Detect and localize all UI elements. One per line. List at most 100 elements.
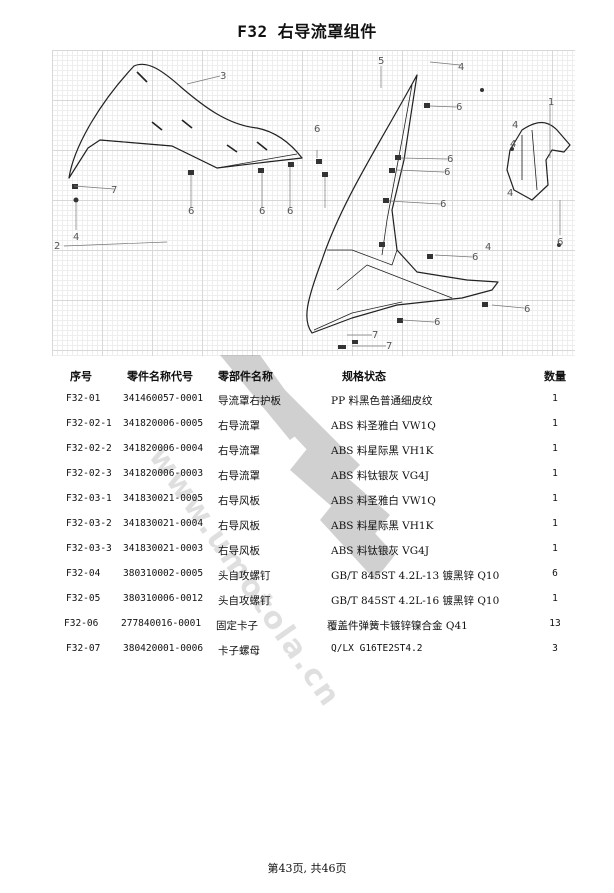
svg-text:7: 7 bbox=[386, 341, 392, 352]
svg-text:6: 6 bbox=[314, 124, 320, 135]
header-part-code: 零件名称代号 bbox=[127, 370, 193, 383]
svg-text:6: 6 bbox=[259, 206, 265, 217]
row-seq: F32-02-1 bbox=[66, 418, 112, 429]
svg-text:4: 4 bbox=[510, 139, 516, 150]
row-qty: 1 bbox=[552, 518, 558, 529]
row-spec: ABS 料圣雅白 VW1Q bbox=[331, 495, 436, 507]
svg-text:5: 5 bbox=[378, 56, 384, 67]
row-qty: 1 bbox=[552, 593, 558, 604]
svg-text:6: 6 bbox=[287, 206, 293, 217]
row-part-name: 右导风板 bbox=[218, 545, 260, 557]
row-seq: F32-03-3 bbox=[66, 543, 112, 554]
row-seq: F32-04 bbox=[66, 568, 101, 579]
svg-text:4: 4 bbox=[485, 242, 491, 253]
row-part-name: 卡子螺母 bbox=[218, 645, 260, 657]
table-row: F32-04 380310002-0005 头自攻螺钉 GB/T 845ST 4… bbox=[0, 568, 614, 588]
header-part-name: 零部件名称 bbox=[218, 370, 273, 383]
svg-text:4: 4 bbox=[507, 188, 513, 199]
row-spec: ABS 料圣雅白 VW1Q bbox=[331, 420, 436, 432]
table-row: F32-02-2 341820006-0004 右导流罩 ABS 料星际黑 VH… bbox=[0, 443, 614, 463]
exploded-parts-diagram: 3 7 4 6 6 6 6 5 4 6 6 6 6 2 6 1 4 4 4 6 … bbox=[52, 50, 575, 356]
row-spec: ABS 料钛银灰 VG4J bbox=[331, 470, 430, 482]
svg-text:6: 6 bbox=[434, 317, 440, 328]
row-qty: 13 bbox=[549, 618, 561, 629]
svg-text:3: 3 bbox=[220, 71, 226, 82]
svg-text:6: 6 bbox=[472, 252, 478, 263]
row-part-code: 341820006-0005 bbox=[123, 418, 204, 429]
row-part-name: 右导流罩 bbox=[218, 470, 260, 482]
row-spec: GB/T 845ST 4.2L-13 镀黑锌 Q10 bbox=[331, 570, 500, 582]
svg-text:7: 7 bbox=[372, 330, 378, 341]
page-footer: 第43页, 共46页 bbox=[267, 862, 347, 875]
row-spec: 覆盖件弹簧卡镀锌镍合金 Q41 bbox=[327, 620, 468, 632]
row-qty: 6 bbox=[552, 568, 558, 579]
row-part-code: 341830021-0003 bbox=[123, 543, 204, 554]
row-seq: F32-06 bbox=[64, 618, 99, 629]
row-qty: 3 bbox=[552, 643, 558, 654]
table-row: F32-01 341460057-0001 导流罩右护板 PP 料黑色普通细皮纹… bbox=[0, 393, 614, 413]
table-row: F32-03-3 341830021-0003 右导风板 ABS 料钛银灰 VG… bbox=[0, 543, 614, 563]
table-row: F32-05 380310006-0012 头自攻螺钉 GB/T 845ST 4… bbox=[0, 593, 614, 613]
svg-text:6: 6 bbox=[456, 102, 462, 113]
row-part-code: 341830021-0004 bbox=[123, 518, 204, 529]
table-row: F32-03-1 341830021-0005 右导风板 ABS 料圣雅白 VW… bbox=[0, 493, 614, 513]
row-seq: F32-03-1 bbox=[66, 493, 112, 504]
header-qty: 数量 bbox=[544, 370, 566, 383]
table-row: F32-07 380420001-0006 卡子螺母 Q/LX G16TE2ST… bbox=[0, 643, 614, 663]
svg-text:6: 6 bbox=[444, 167, 450, 178]
row-part-name: 固定卡子 bbox=[216, 620, 258, 632]
row-spec: GB/T 845ST 4.2L-16 镀黑锌 Q10 bbox=[331, 595, 500, 607]
row-part-code: 341820006-0003 bbox=[123, 468, 204, 479]
svg-text:7: 7 bbox=[111, 185, 117, 196]
row-seq: F32-01 bbox=[66, 393, 101, 404]
svg-text:6: 6 bbox=[447, 154, 453, 165]
table-row: F32-06 277840016-0001 固定卡子 覆盖件弹簧卡镀锌镍合金 Q… bbox=[0, 618, 614, 638]
table-row: F32-02-3 341820006-0003 右导流罩 ABS 料钛银灰 VG… bbox=[0, 468, 614, 488]
svg-text:4: 4 bbox=[458, 62, 464, 73]
row-part-code: 341460057-0001 bbox=[123, 393, 204, 404]
svg-text:6: 6 bbox=[524, 304, 530, 315]
row-qty: 1 bbox=[552, 418, 558, 429]
header-seq: 序号 bbox=[70, 370, 92, 383]
row-part-code: 341820006-0004 bbox=[123, 443, 204, 454]
row-spec: PP 料黑色普通细皮纹 bbox=[331, 395, 433, 407]
page-title: F32 右导流罩组件 bbox=[237, 22, 377, 41]
table-header-row: 序号 零件名称代号 零部件名称 规格状态 数量 bbox=[0, 368, 614, 388]
row-seq: F32-02-2 bbox=[66, 443, 112, 454]
row-part-code: 341830021-0005 bbox=[123, 493, 204, 504]
row-seq: F32-07 bbox=[66, 643, 101, 654]
row-part-name: 头自攻螺钉 bbox=[218, 570, 271, 582]
svg-text:6: 6 bbox=[440, 199, 446, 210]
svg-text:2: 2 bbox=[54, 241, 60, 252]
table-row: F32-03-2 341830021-0004 右导风板 ABS 料星际黑 VH… bbox=[0, 518, 614, 538]
row-qty: 1 bbox=[552, 543, 558, 554]
svg-text:6: 6 bbox=[188, 206, 194, 217]
row-qty: 1 bbox=[552, 443, 558, 454]
row-spec: ABS 料钛银灰 VG4J bbox=[331, 545, 430, 557]
row-part-name: 右导风板 bbox=[218, 520, 260, 532]
table-row: F32-02-1 341820006-0005 右导流罩 ABS 料圣雅白 VW… bbox=[0, 418, 614, 438]
row-qty: 1 bbox=[552, 493, 558, 504]
row-spec: ABS 料星际黑 VH1K bbox=[331, 520, 434, 532]
row-seq: F32-05 bbox=[66, 593, 101, 604]
row-part-name: 头自攻螺钉 bbox=[218, 595, 271, 607]
row-part-code: 380310006-0012 bbox=[123, 593, 204, 604]
row-part-name: 右导风板 bbox=[218, 495, 260, 507]
row-part-name: 右导流罩 bbox=[218, 420, 260, 432]
row-part-code: 380420001-0006 bbox=[123, 643, 204, 654]
row-seq: F32-03-2 bbox=[66, 518, 112, 529]
row-part-code: 380310002-0005 bbox=[123, 568, 204, 579]
row-part-name: 右导流罩 bbox=[218, 445, 260, 457]
header-spec: 规格状态 bbox=[342, 370, 386, 383]
svg-text:1: 1 bbox=[548, 97, 554, 108]
row-qty: 1 bbox=[552, 393, 558, 404]
row-part-code: 277840016-0001 bbox=[121, 618, 202, 629]
row-qty: 1 bbox=[552, 468, 558, 479]
svg-text:4: 4 bbox=[512, 120, 518, 131]
svg-text:6: 6 bbox=[557, 237, 563, 248]
row-part-name: 导流罩右护板 bbox=[218, 395, 281, 407]
row-seq: F32-02-3 bbox=[66, 468, 112, 479]
row-spec: Q/LX G16TE2ST4.2 bbox=[331, 643, 423, 654]
svg-text:4: 4 bbox=[73, 232, 79, 243]
fairing-drawing: 3 7 4 6 6 6 6 5 4 6 6 6 6 2 6 1 4 4 4 6 … bbox=[54, 56, 571, 352]
